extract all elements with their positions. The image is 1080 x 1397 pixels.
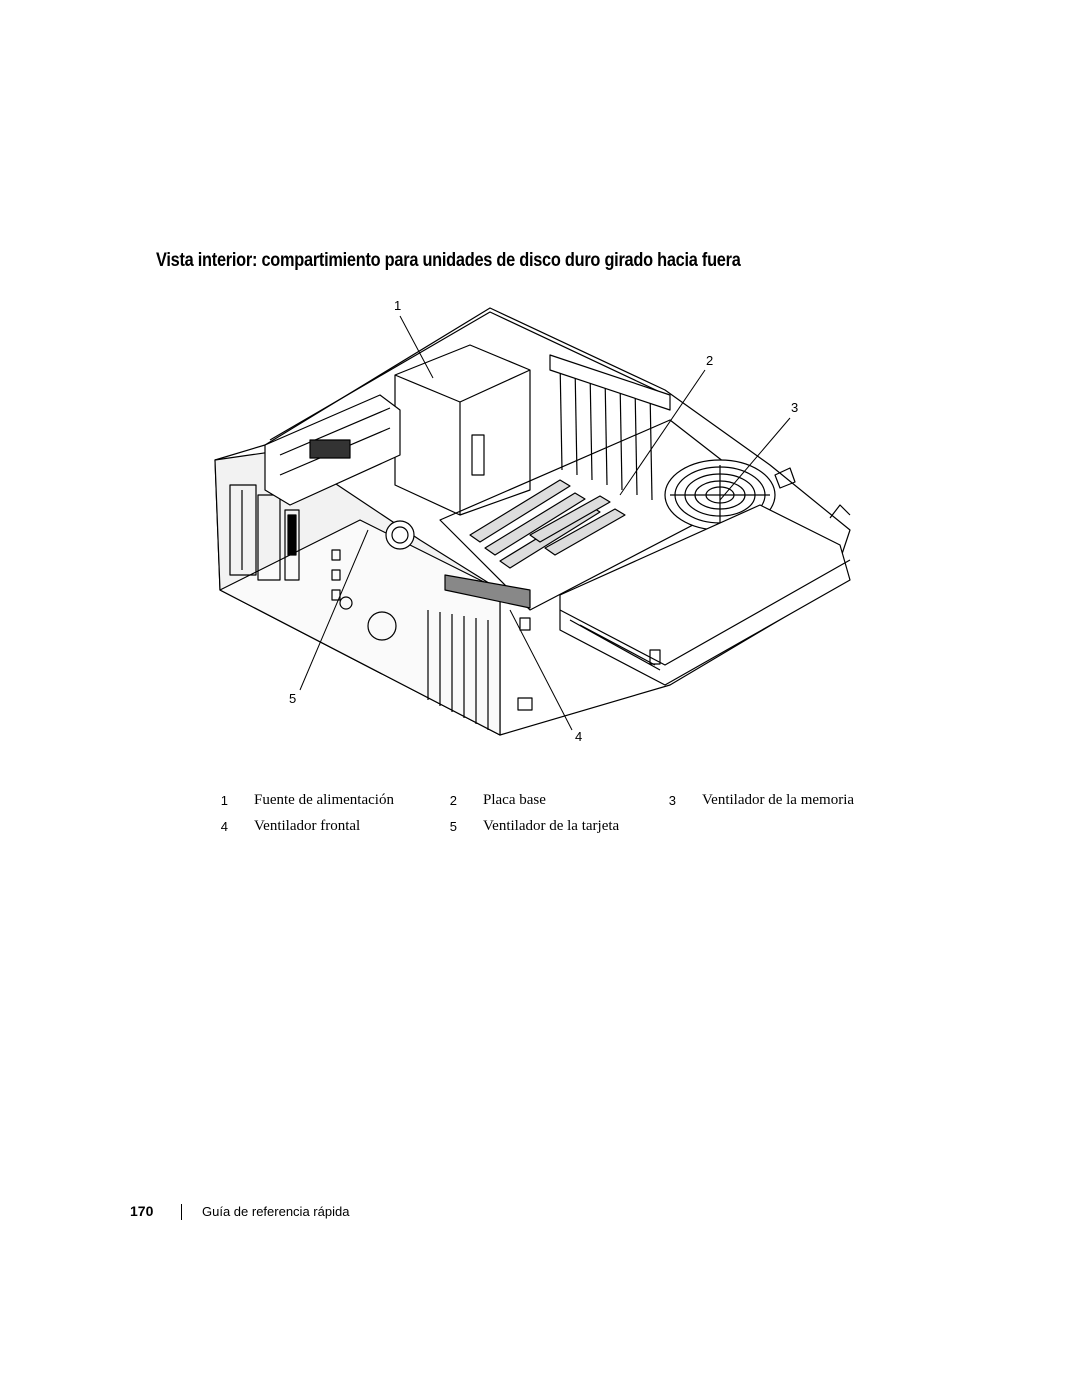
callout-1: 1 — [394, 298, 402, 313]
legend-label: Fuente de alimentación — [254, 791, 394, 808]
legend-label: Placa base — [483, 791, 546, 808]
callout-4: 4 — [575, 729, 583, 744]
legend-number: 1 — [220, 792, 228, 808]
footer-title: Guía de referencia rápida — [202, 1204, 350, 1219]
legend-label: Ventilador de la memoria — [702, 791, 855, 808]
callout-3: 3 — [791, 400, 799, 415]
footer-divider — [181, 1204, 182, 1220]
legend-label: Ventilador de la tarjeta — [483, 817, 620, 834]
section-heading: Vista interior: compartimiento para unid… — [156, 250, 741, 271]
legend-number: 2 — [449, 792, 457, 808]
figure-legend: 1 Fuente de alimentación 2 Placa base 3 … — [205, 787, 874, 839]
callout-5: 5 — [289, 691, 297, 706]
legend-number: 3 — [668, 792, 676, 808]
legend-row: 4 Ventilador frontal 5 Ventilador de la … — [205, 813, 874, 839]
legend-label: Ventilador frontal — [254, 817, 361, 834]
page-number: 170 — [130, 1203, 154, 1219]
legend-row: 1 Fuente de alimentación 2 Placa base 3 … — [205, 787, 874, 813]
callout-2: 2 — [706, 353, 714, 368]
legend-number: 4 — [220, 818, 228, 834]
legend-number: 5 — [449, 818, 457, 834]
chassis-drawing — [214, 307, 851, 736]
computer-interior-illustration: 1 2 3 4 5 — [200, 290, 880, 750]
